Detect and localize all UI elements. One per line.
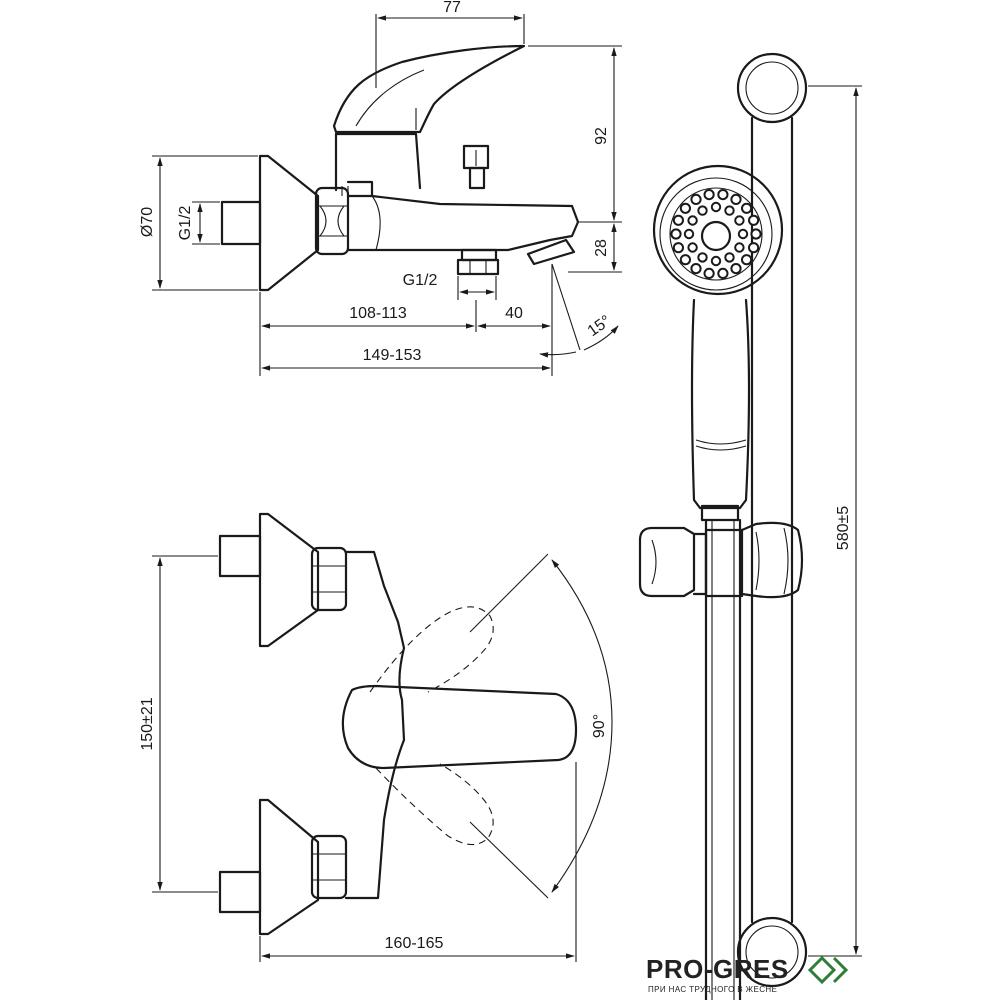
dim-149-153-label: 149-153 <box>363 347 422 364</box>
dim-thread-bottom-label: G1/2 <box>403 272 438 289</box>
nozzle <box>710 201 722 213</box>
lever-alt-down <box>375 763 494 846</box>
nozzle <box>734 215 745 226</box>
nozzle <box>748 242 760 254</box>
nozzle <box>690 263 702 275</box>
nozzle <box>741 254 753 266</box>
upper-inlet-stub <box>218 534 262 578</box>
shower-handle <box>690 298 751 510</box>
watermark-diamond-icon <box>807 955 849 985</box>
nozzle <box>703 189 715 201</box>
nozzle <box>730 193 742 205</box>
lever-top <box>341 684 578 770</box>
hex-nut <box>314 186 350 256</box>
nozzle <box>724 205 735 216</box>
dim-160-165-label: 160-165 <box>385 935 444 952</box>
nozzle <box>717 189 729 201</box>
wall-flange <box>258 154 320 292</box>
upper-hex-nut <box>310 546 348 612</box>
top-view: 90° 150±21 160-165 <box>139 512 613 962</box>
watermark-brand: PRO-GRES <box>646 954 789 984</box>
nozzle <box>679 202 692 214</box>
spout-nozzle <box>526 238 576 266</box>
top-wall-mount <box>736 52 808 124</box>
side-view: 77 92 28 Ø70 G1/2 G1/2 108-113 40 <box>139 0 622 376</box>
handle-collar <box>700 504 740 522</box>
nozzle <box>690 193 702 205</box>
nozzle <box>748 214 760 226</box>
dim-108-113-label: 108-113 <box>349 305 407 322</box>
body-outline <box>344 550 406 900</box>
slider-holder <box>638 521 804 599</box>
nozzle <box>703 267 715 279</box>
cartridge-housing <box>334 132 422 192</box>
upper-flange <box>258 512 320 648</box>
lower-flange <box>258 798 320 936</box>
watermark-logo: PRO-GRES ПРИ НАС ТРУДНОГО В ЖЕСНЕ <box>646 954 849 994</box>
dim-77-label: 77 <box>443 0 461 16</box>
dim-angle-90-label: 90° <box>591 714 608 738</box>
shower-rail-set: 580±5 <box>638 52 862 1000</box>
dim-40-label: 40 <box>505 305 523 322</box>
nozzle <box>717 267 729 279</box>
nozzle <box>724 252 735 263</box>
inlet-stub <box>220 200 262 246</box>
lower-inlet-stub <box>218 870 262 914</box>
dim-28-label: 28 <box>593 239 610 257</box>
dim-angle-15-label: 15° <box>585 312 615 340</box>
dim-150-label: 150±21 <box>139 697 156 750</box>
nozzle <box>683 228 695 240</box>
bottom-outlet <box>456 248 500 276</box>
lever-alt-up <box>369 606 494 693</box>
watermark-tagline: ПРИ НАС ТРУДНОГО В ЖЕСНЕ <box>648 985 777 994</box>
shower-nozzles <box>670 189 762 279</box>
shower-head <box>652 164 784 296</box>
shower-head-center <box>700 220 732 252</box>
lever-handle <box>332 44 526 134</box>
dim-diameter-label: Ø70 <box>139 207 156 237</box>
dim-92-label: 92 <box>593 127 610 145</box>
dim-580-label: 580±5 <box>835 506 852 550</box>
nozzle <box>697 205 708 216</box>
nozzle <box>734 242 745 253</box>
nozzle <box>750 228 762 240</box>
bottom-wall-mount <box>736 916 808 988</box>
nozzle <box>687 242 698 253</box>
nozzle <box>679 254 692 266</box>
nozzle <box>697 252 708 263</box>
lower-hex-nut <box>310 834 348 900</box>
nozzle <box>737 228 749 240</box>
mixer-body <box>346 180 580 252</box>
nozzle <box>730 263 742 275</box>
nozzle <box>672 242 685 254</box>
nozzle <box>670 228 682 240</box>
nozzle <box>741 202 753 214</box>
nozzle <box>687 215 698 226</box>
nozzle <box>672 214 685 226</box>
diverter-knob <box>462 144 490 190</box>
dim-thread-left-label: G1/2 <box>177 206 194 241</box>
nozzle <box>710 255 722 267</box>
